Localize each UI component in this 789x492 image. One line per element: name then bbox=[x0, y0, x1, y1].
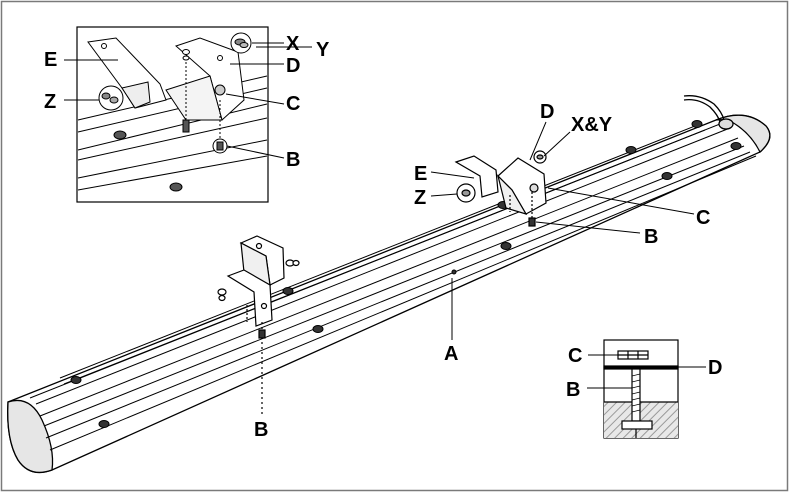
label-b-inset: B bbox=[286, 149, 300, 171]
label-b-lower: B bbox=[254, 419, 268, 441]
label-c-main: C bbox=[696, 207, 710, 229]
leader-lines bbox=[64, 42, 706, 389]
label-a-main: A bbox=[444, 343, 458, 365]
label-xy-main: X&Y bbox=[571, 114, 613, 136]
label-y-inset: Y bbox=[316, 39, 330, 61]
body-screw bbox=[661, 172, 673, 180]
label-d-section: D bbox=[708, 357, 722, 379]
body-screw bbox=[98, 420, 110, 428]
label-z-main: Z bbox=[414, 187, 426, 209]
label-b-main: B bbox=[644, 226, 658, 248]
section-inset bbox=[603, 339, 679, 439]
body-screw bbox=[500, 242, 512, 250]
label-d-main: D bbox=[540, 101, 554, 123]
label-z-inset: Z bbox=[44, 91, 56, 113]
body-screws bbox=[70, 120, 742, 428]
right-bracket bbox=[454, 150, 547, 228]
body-screw bbox=[70, 376, 82, 384]
body-screw bbox=[730, 142, 742, 150]
label-e-main: E bbox=[414, 163, 427, 185]
body-screw bbox=[625, 146, 637, 154]
left-bracket bbox=[217, 235, 300, 415]
label-b-section: B bbox=[566, 379, 580, 401]
label-x-inset: X bbox=[286, 33, 300, 55]
label-e-inset: E bbox=[44, 49, 57, 71]
body-screw bbox=[312, 325, 324, 333]
inset-zoom bbox=[76, 26, 269, 203]
label-c-section: C bbox=[568, 345, 582, 367]
label-d-inset: D bbox=[286, 55, 300, 77]
heater-body bbox=[7, 114, 771, 474]
center-dot bbox=[451, 269, 457, 275]
body-screw bbox=[691, 120, 703, 128]
power-cable bbox=[683, 95, 734, 130]
label-c-inset: C bbox=[286, 93, 300, 115]
body-screw bbox=[282, 287, 294, 295]
